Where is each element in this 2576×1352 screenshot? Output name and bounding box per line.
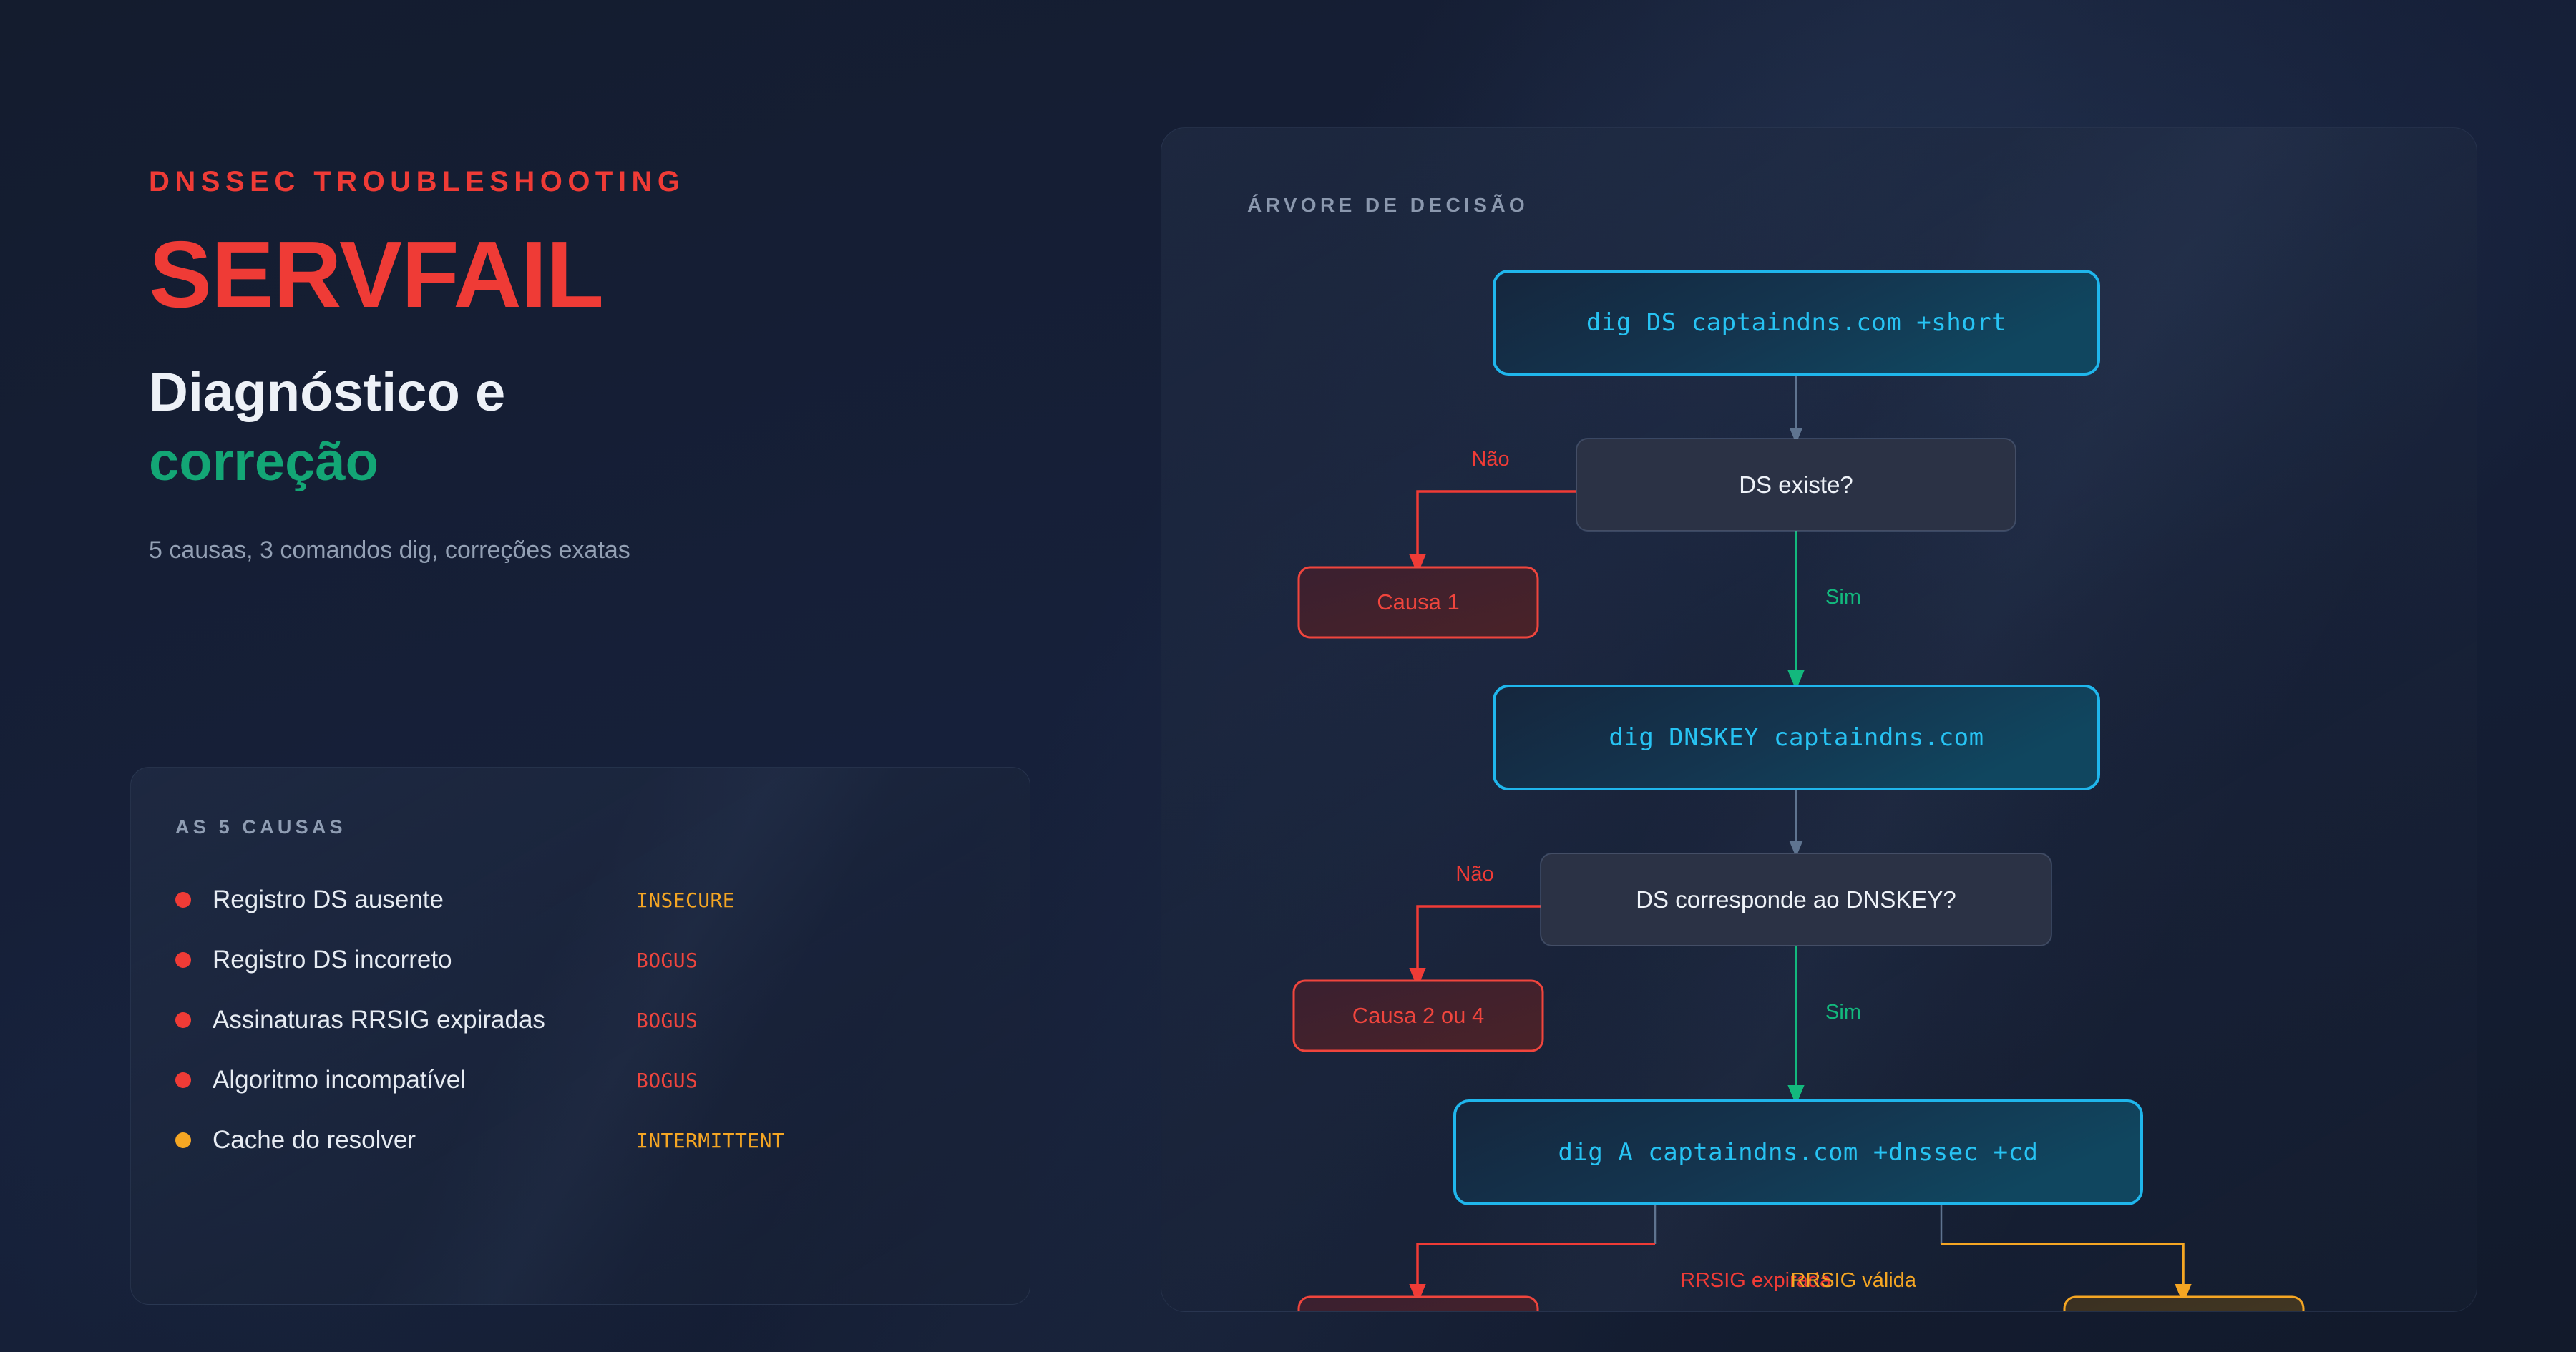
node-command-3-label: dig A captaindns.com +dnssec +cd [1558,1138,2039,1167]
headline-line-1: Diagnóstico e [149,362,506,423]
cause-row-inner: Registro DS ausente INSECURE [175,886,985,914]
node-leaf-causa-2-ou-4-label: Causa 2 ou 4 [1352,1003,1485,1028]
node-command-1[interactable]: dig DS captaindns.com +short [1493,270,2100,376]
causes-list: Registro DS ausente INSECURE Registro DS i… [131,870,1030,1170]
cause-bullet-dot-icon [175,892,191,908]
cause-label: Registro DS incorreto [213,946,452,974]
cause-bullet-dot-icon [175,1012,191,1028]
cause-status-badge: INSECURE [636,888,736,912]
flowchart-svg: Não Sim Não Sim RRSIG expirada RRSIG vál… [1292,270,2305,1312]
node-command-1-label: dig DS captaindns.com +short [1586,308,2007,337]
cause-label: Cache do resolver [213,1126,416,1154]
cause-list-item: Assinaturas RRSIG expiradas BOGUS [175,990,985,1050]
edge-label-nao-2: Não [1455,863,1493,886]
edge-label-nao-1: Não [1471,448,1509,471]
cause-status-badge: BOGUS [636,1068,698,1092]
cause-list-item: Registro DS incorreto BOGUS [175,930,985,990]
node-leaf-causa-3-label: Causa 3 [1299,1297,1538,1311]
edge-rrsig-expirada [1409,1243,1655,1304]
node-decision-2-label: DS corresponde ao DNSKEY? [1636,886,1956,913]
page-headline: Diagnóstico e correção [149,358,1036,497]
cause-label: Assinaturas RRSIG expiradas [213,1006,545,1034]
node-leaf-causa-1-label: Causa 1 [1377,589,1460,614]
cause-list-item: Registro DS ausente INSECURE [175,870,985,930]
tagline-text: 5 causas, 3 comandos dig, correções exat… [149,536,630,564]
cause-row-inner: Assinaturas RRSIG expiradas BOGUS [175,1006,985,1034]
cause-list-item: Cache do resolver INTERMITTENT [175,1110,985,1170]
decision-tree-title: ÁRVORE DE DECISÃO [1247,194,1529,216]
cause-label: Algoritmo incompatível [213,1066,467,1094]
node-command-2[interactable]: dig DNSKEY captaindns.com [1493,685,2100,790]
cause-status-badge: BOGUS [636,1008,698,1032]
causes-card-title: AS 5 CAUSAS [175,816,346,838]
eyebrow-label: DNSSEC TROUBLESHOOTING [149,166,686,197]
node-leaf-causa-5[interactable]: Causa 5 [2063,1295,2305,1312]
cause-list-item: Algoritmo incompatível BOGUS [175,1050,985,1110]
edge-label-rrsig-valida: RRSIG válida [1790,1269,1917,1292]
edge-label-sim-1: Sim [1825,586,1861,609]
node-leaf-causa-1[interactable]: Causa 1 [1297,566,1539,639]
node-decision-1-label: DS existe? [1739,471,1853,498]
cause-status-badge: INTERMITTENT [636,1128,785,1152]
edge-label-rrsig-expirada: RRSIG expirada [1680,1269,1832,1292]
node-leaf-causa-3[interactable]: Causa 3 [1297,1295,1539,1312]
edge-label-sim-2: Sim [1825,1001,1861,1024]
left-column: DNSSEC TROUBLESHOOTING SERVFAIL Diagnóst… [149,166,1036,567]
cause-bullet-dot-icon [175,1132,191,1148]
node-leaf-causa-2-ou-4[interactable]: Causa 2 ou 4 [1292,979,1544,1052]
node-leaf-causa-5-label: Causa 5 [2064,1297,2303,1311]
error-code-title: SERVFAIL [149,222,604,327]
node-decision-2[interactable]: DS corresponde ao DNSKEY? [1540,853,2052,946]
cause-label: Registro DS ausente [213,886,444,913]
cause-row-inner: Registro DS incorreto BOGUS [175,946,985,974]
cause-row-inner: Cache do resolver INTERMITTENT [175,1126,985,1155]
edge-rrsig-valida [1941,1243,2192,1304]
edge-dec1-nao [1409,490,1576,574]
node-command-3[interactable]: dig A captaindns.com +dnssec +cd [1453,1099,2143,1205]
node-decision-1[interactable]: DS existe? [1576,438,2016,532]
cause-bullet-dot-icon [175,952,191,968]
cause-bullet-dot-icon [175,1072,191,1088]
cause-row-inner: Algoritmo incompatível BOGUS [175,1066,985,1094]
node-command-2-label: dig DNSKEY captaindns.com [1609,723,1984,752]
edge-dec2-nao [1409,905,1541,988]
cause-status-badge: BOGUS [636,948,698,972]
headline-line-2: correção [149,431,379,493]
decision-tree-panel: ÁRVORE DE DECISÃO [1161,127,2477,1312]
